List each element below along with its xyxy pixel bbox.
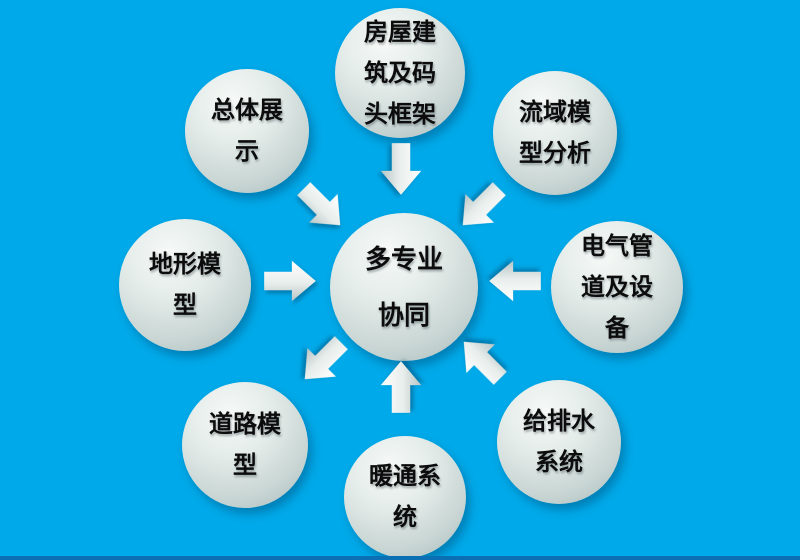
- node-label-line: 头框架: [364, 100, 436, 128]
- node-center-multidiscipline-collaboration: 多专业 协同: [330, 213, 478, 361]
- node-building-dock-framework: 房屋建 筑及码 头框架: [335, 8, 465, 138]
- node-label-line: 多专业: [364, 244, 443, 274]
- down-arrow-icon: [377, 141, 425, 197]
- node-label-line: 电气管: [581, 232, 653, 260]
- up-left-arrow-icon: [445, 323, 519, 397]
- node-label-line: 道及设: [581, 273, 653, 301]
- node-label-line: 型: [233, 452, 257, 479]
- node-label-line: 备: [605, 314, 629, 342]
- node-label-line: 暖通系: [369, 463, 441, 490]
- slide-bottom-edge-strip: [0, 556, 800, 560]
- down-right-arrow-icon: [285, 170, 359, 244]
- node-overall-display: 总体展 示: [185, 69, 309, 193]
- node-label-line: 示: [235, 138, 259, 165]
- right-arrow-icon: [262, 257, 318, 305]
- node-label-line: 型: [173, 292, 197, 319]
- node-road-model: 道路模 型: [182, 382, 308, 508]
- node-electrical-piping-equipment: 电气管 道及设 备: [551, 221, 683, 353]
- node-label-line: 道路模: [209, 411, 281, 438]
- node-label-line: 协同: [377, 300, 430, 330]
- node-label-line: 流域模: [519, 99, 591, 126]
- node-watershed-model-analysis: 流域模 型分析: [493, 71, 617, 195]
- node-label-line: 地形模: [149, 251, 221, 278]
- node-label-line: 系统: [535, 449, 583, 476]
- down-left-arrow-icon: [444, 170, 518, 244]
- left-arrow-icon: [487, 257, 543, 305]
- node-label-line: 统: [393, 504, 417, 531]
- node-terrain-model: 地形模 型: [119, 219, 251, 351]
- node-label-line: 房屋建: [364, 18, 436, 46]
- node-hvac-system: 暖通系 统: [344, 436, 466, 558]
- down-left-arrow-icon: [286, 324, 360, 398]
- node-water-supply-drainage-system: 给排水 系统: [497, 380, 621, 504]
- node-label-line: 筑及码: [364, 59, 436, 87]
- node-label-line: 总体展: [211, 97, 283, 124]
- node-label-line: 型分析: [519, 140, 591, 167]
- up-arrow-icon: [377, 359, 425, 415]
- node-label-line: 给排水: [523, 408, 595, 435]
